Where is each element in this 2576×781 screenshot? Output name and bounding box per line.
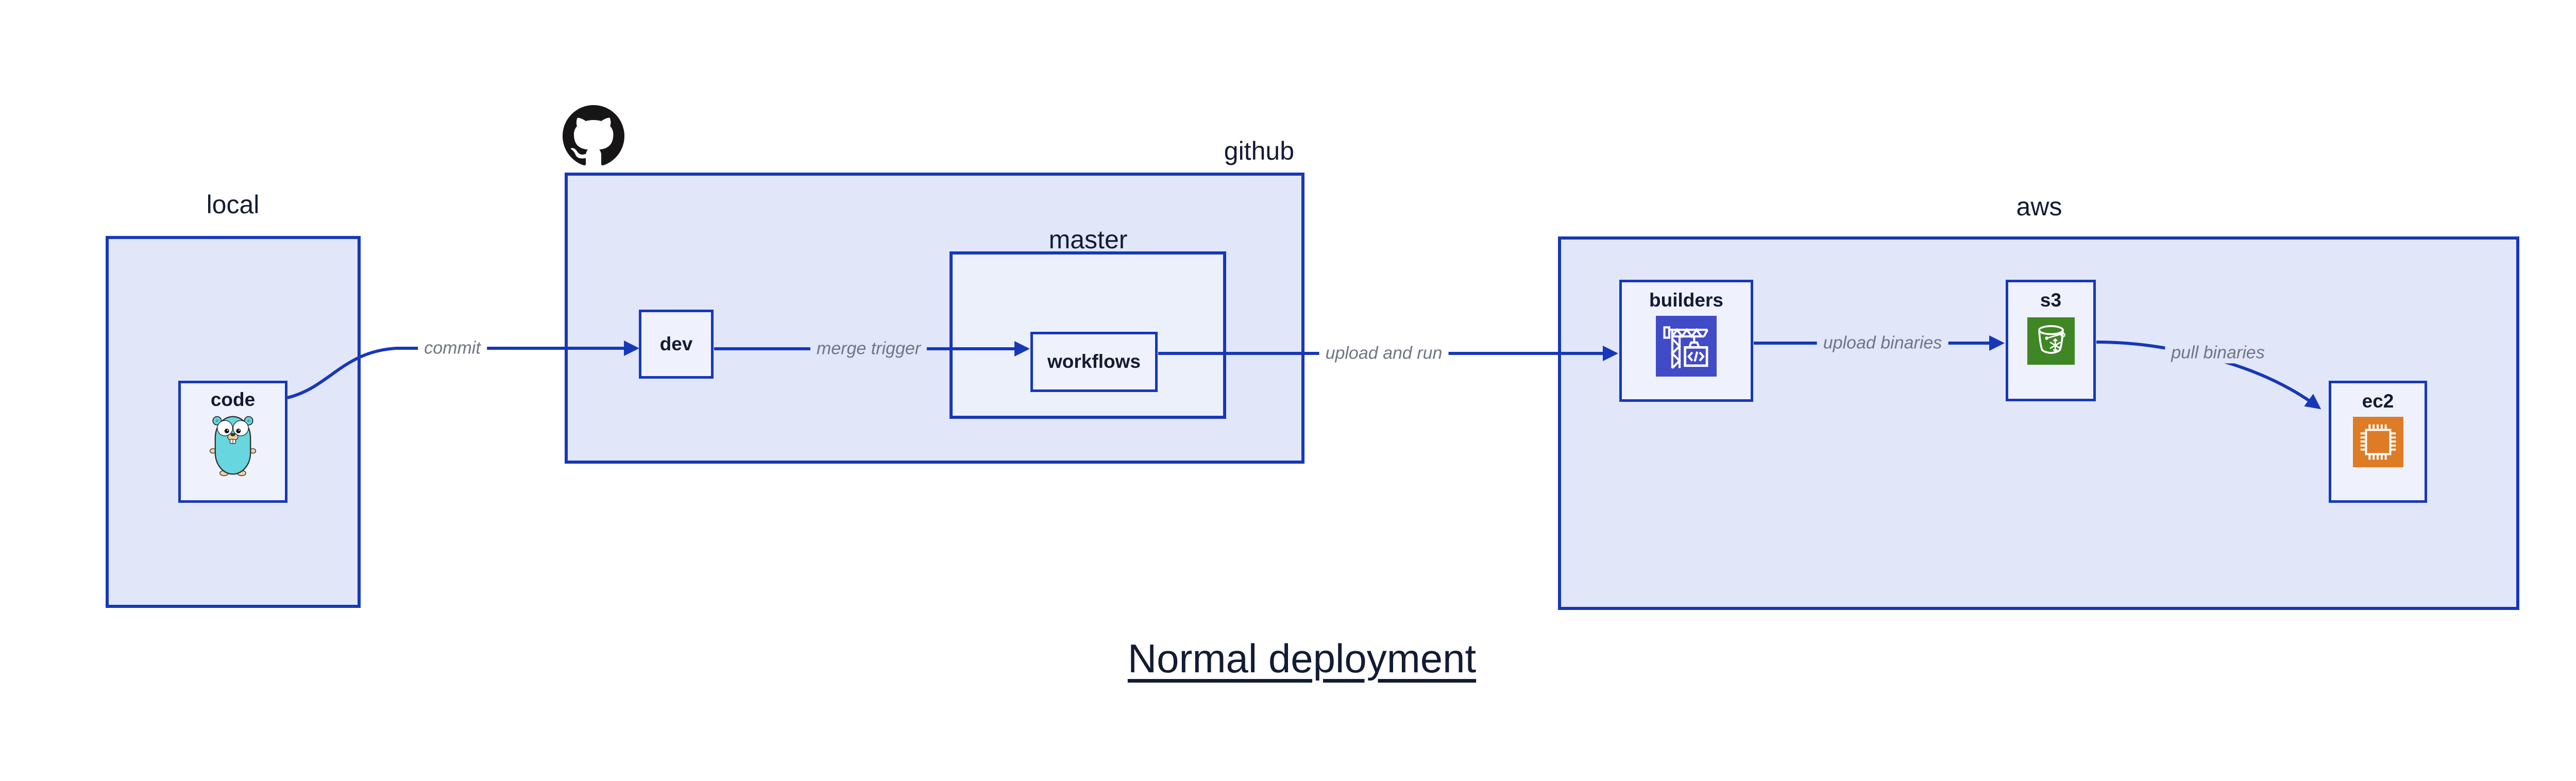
node-workflows-label: workflows (1047, 351, 1141, 372)
group-master-label: master (1048, 225, 1128, 254)
group-github-label: github (1224, 137, 1294, 165)
node-dev-box: dev (639, 310, 714, 379)
node-ec2-box: ec2 (2329, 381, 2427, 503)
diagram-title: Normal deployment (1127, 636, 1477, 681)
node-builders-box: builders (1619, 280, 1753, 402)
edge-merge-trigger-label: merge trigger (810, 338, 927, 360)
node-code-box: code (178, 381, 287, 503)
edge-upload-and-run-label: upload and run (1319, 343, 1449, 364)
group-aws-label: aws (2016, 192, 2062, 221)
node-s3-box: s3 (2006, 280, 2096, 401)
node-dev-label: dev (659, 333, 693, 354)
node-workflows-box: workflows (1030, 332, 1158, 392)
codebuild-crane-icon (1656, 315, 1717, 377)
node-ec2-label: ec2 (2362, 390, 2394, 412)
node-s3-label: s3 (2040, 290, 2062, 311)
group-local-label: local (206, 190, 260, 219)
node-code-label: code (210, 389, 256, 410)
edge-pull-binaries-label: pull binaries (2165, 342, 2271, 364)
s3-bucket-icon (2027, 317, 2075, 365)
node-builders-label: builders (1649, 290, 1723, 311)
ec2-chip-icon (2352, 416, 2403, 467)
edge-commit-label: commit (418, 337, 487, 359)
github-octocat-icon (563, 105, 624, 167)
edge-upload-binaries-label: upload binaries (1817, 332, 1948, 354)
go-gopher-icon (210, 416, 256, 476)
